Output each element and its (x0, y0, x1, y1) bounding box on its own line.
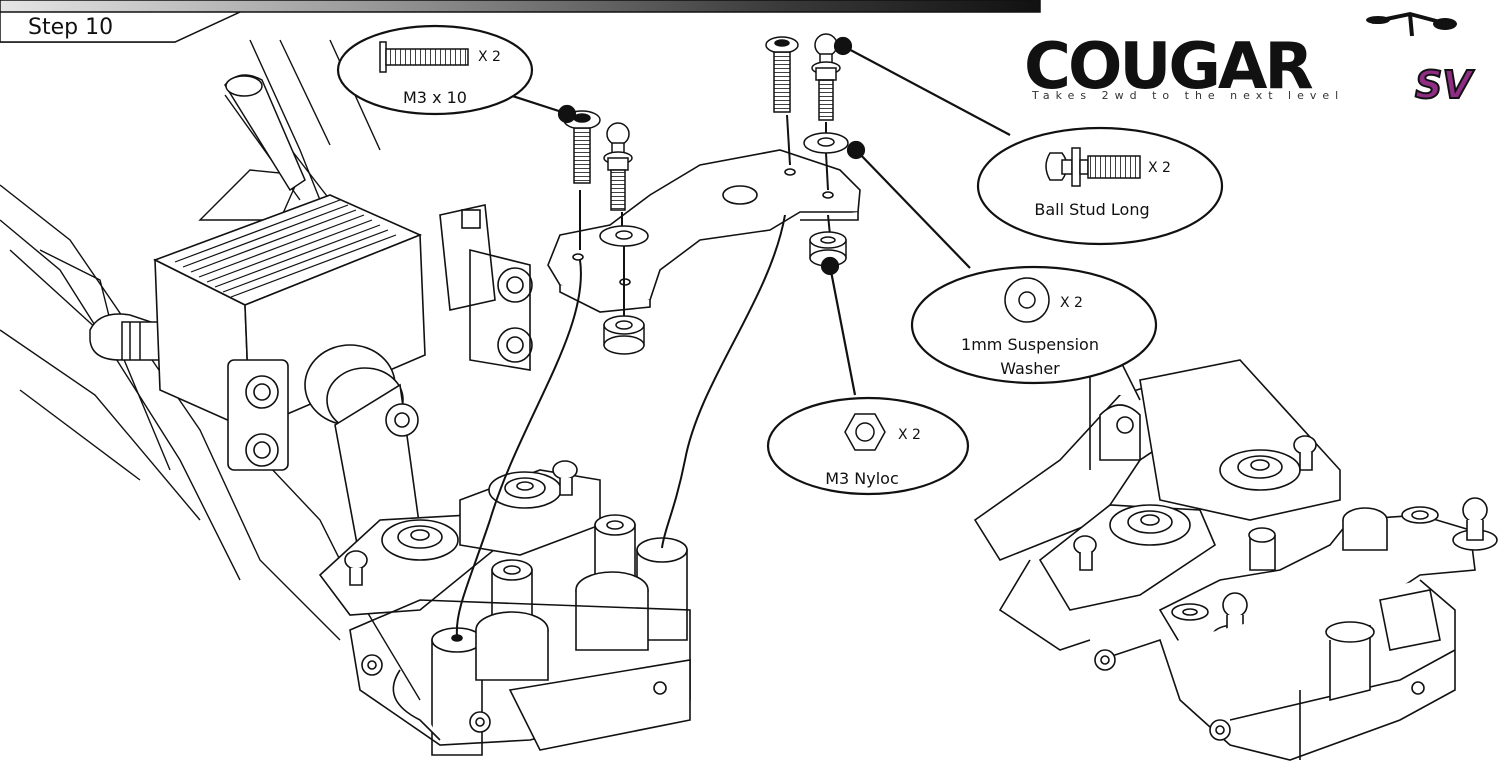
ball-stud-icon (1045, 147, 1141, 187)
button-head-screw-icon (379, 41, 469, 73)
nyloc-qty: X 2 (898, 427, 921, 443)
servo (152, 194, 533, 562)
logo-suffix: SV (1415, 63, 1474, 107)
nyloc-label: M3 Nyloc (825, 469, 899, 488)
nyloc-nut-icon (844, 413, 886, 451)
m3x10-screw-left (563, 110, 601, 250)
washer-label-line2: Washer (1000, 359, 1060, 378)
step-label: Step 10 (28, 15, 113, 40)
ball-stud-label: Ball Stud Long (1034, 200, 1149, 219)
quadcopter-icon (1366, 11, 1457, 37)
washer-label-line1: 1mm Suspension (961, 335, 1099, 354)
washer-qty: X 2 (1060, 295, 1083, 311)
cougar-sv-logo: COUGAR SV Takes 2wd to the next level (1024, 11, 1475, 108)
ball-stud-right (803, 33, 849, 267)
leader-dot-m3x10 (557, 104, 577, 124)
washer-icon (1004, 277, 1050, 323)
callout-m3x10: X 2 M3 x 10 (336, 24, 534, 116)
callout-leaders (499, 36, 1011, 396)
m3x10-qty: X 2 (478, 49, 501, 65)
wire-connector (89, 313, 165, 361)
callout-m3-nyloc: X 2 M3 Nyloc (766, 396, 970, 496)
logo-tagline: Takes 2wd to the next level (1031, 89, 1344, 102)
leader-dot-washer (846, 140, 866, 160)
steering-assembly-complete (973, 338, 1498, 761)
antenna-post (224, 74, 306, 192)
steering-assembly-exploded (318, 460, 691, 756)
assembly-guide-lines (455, 214, 786, 637)
leader-dot-nyloc (820, 256, 840, 276)
ball-stud-left (599, 122, 649, 355)
callout-ball-stud-long: X 2 Ball Stud Long (976, 126, 1224, 246)
callout-suspension-washer: X 2 1mm Suspension Washer (910, 265, 1158, 385)
ball-stud-qty: X 2 (1148, 160, 1171, 176)
logo-wordmark: COUGAR (1024, 30, 1312, 104)
step-banner: Step 10 (0, 0, 1041, 43)
steering-top-plate (547, 149, 861, 313)
m3x10-label: M3 x 10 (403, 88, 467, 107)
m3x10-screw-right (765, 36, 799, 166)
leader-dot-ball-stud (833, 36, 853, 56)
